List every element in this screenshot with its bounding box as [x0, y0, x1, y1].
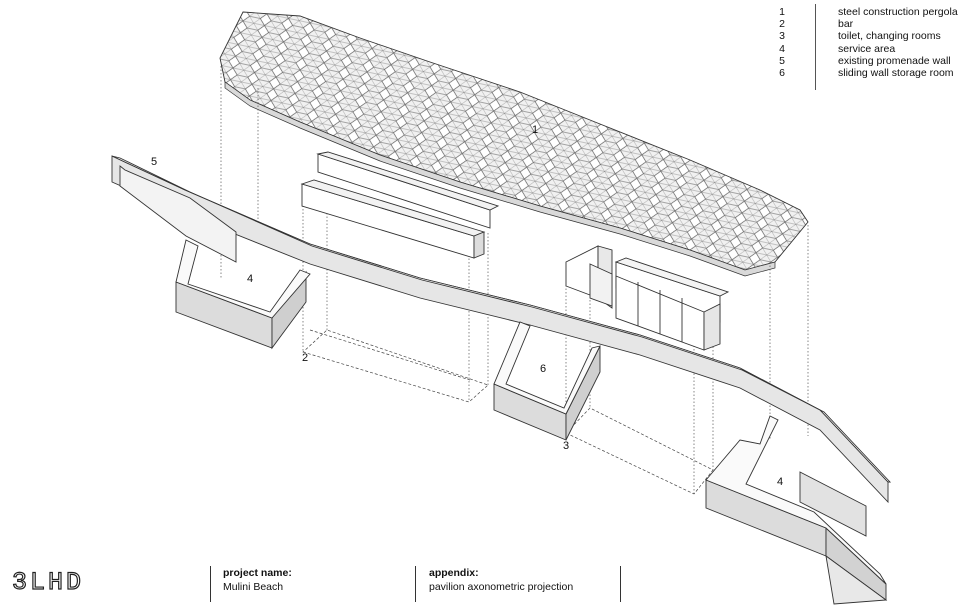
footer-divider [210, 566, 211, 602]
callout-bar: 2 [302, 352, 309, 364]
legend-divider [815, 4, 816, 90]
legend-number: 5 [779, 54, 785, 67]
project-name-caption: project name: [223, 567, 292, 579]
bar [300, 151, 500, 259]
legend-label: bar [838, 18, 854, 31]
legend-label: service area [838, 42, 896, 55]
toilet-block [565, 245, 730, 351]
title-block: 3LHD project name: Mulini Beach appendix… [0, 560, 960, 610]
appendix-value: pavilion axonometric projection [429, 581, 574, 593]
service-area-right [705, 415, 888, 605]
storage-room [493, 321, 601, 441]
toilet-footprint [565, 407, 714, 495]
3lhd-logo: 3LHD [12, 570, 84, 592]
legend-number: 4 [779, 42, 785, 55]
legend-number: 3 [779, 30, 785, 43]
legend-label: existing promenade wall [838, 54, 951, 67]
project-name-value: Mulini Beach [223, 581, 284, 593]
callout-service-left: 4 [247, 273, 254, 285]
legend-label: steel construction pergola [838, 6, 958, 18]
legend-number: 2 [779, 18, 785, 31]
promenade-wall [111, 155, 892, 504]
legend-number: 6 [779, 66, 785, 79]
appendix-caption: appendix: [429, 567, 479, 579]
callout-pergola: 1 [532, 124, 539, 136]
legend-label: sliding wall storage room [838, 66, 954, 79]
pergola [219, 11, 809, 277]
callout-storage: 6 [540, 363, 547, 375]
legend-number: 1 [779, 6, 785, 18]
footer-divider [620, 566, 621, 602]
callout-service-right: 4 [777, 476, 784, 488]
service-area-left [175, 239, 311, 350]
callout-wall: 5 [151, 156, 158, 168]
callout-toilets: 3 [563, 440, 570, 452]
bar-footprint [302, 329, 489, 403]
footer-divider [415, 566, 416, 602]
legend-label: toilet, changing rooms [838, 30, 941, 43]
svg-text:3LHD: 3LHD [12, 570, 84, 592]
